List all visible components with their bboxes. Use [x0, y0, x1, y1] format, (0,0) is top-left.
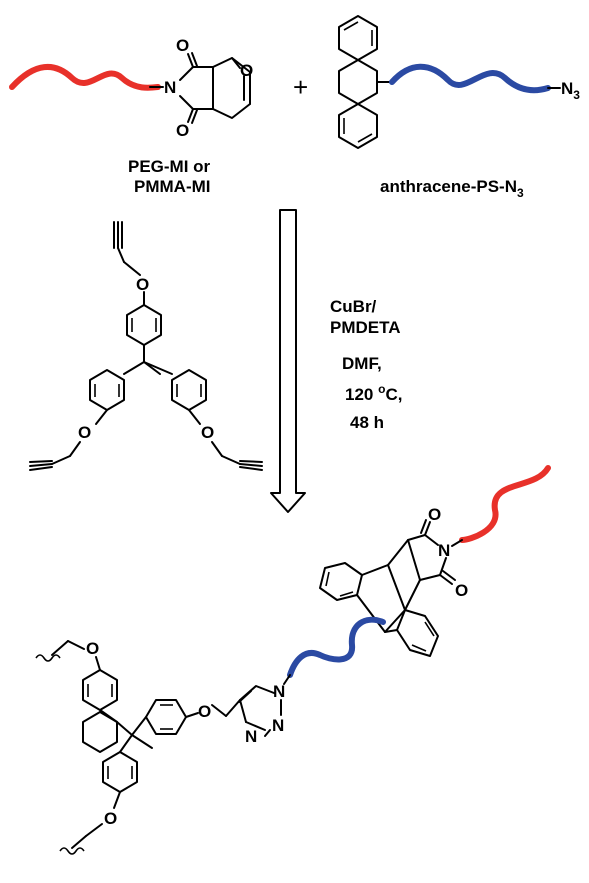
- atom-o-core-top: O: [86, 639, 99, 658]
- atom-o-left: O: [78, 423, 91, 442]
- condition-time: 48 h: [350, 413, 384, 432]
- atom-azide: N3: [561, 79, 580, 102]
- label-peg-mi: PEG-MI or: [128, 157, 211, 176]
- ps-chain-top: [389, 63, 551, 94]
- atom-o-product-bottom: O: [455, 581, 468, 600]
- condition-temperature: 120 oC,: [345, 382, 402, 404]
- atom-n-product: N: [438, 541, 450, 560]
- atom-o-carbonyl-bottom: O: [176, 121, 189, 140]
- atom-o-core-bottom: O: [104, 809, 117, 828]
- anthracene-ps-n3-structure: N3: [338, 15, 580, 149]
- reaction-conditions: CuBr/ PMDETA DMF, 120 oC, 48 h: [330, 297, 402, 432]
- atom-o-bridge: O: [240, 61, 253, 80]
- label-pmma-mi: PMMA-MI: [134, 177, 210, 196]
- atom-o-right: O: [201, 423, 214, 442]
- label-anthracene-ps-n3: anthracene-PS-N3: [380, 177, 524, 200]
- wavy-bond-bottom: [59, 847, 85, 855]
- ps-chain-product: [287, 616, 386, 678]
- atom-n3-triazole: N: [245, 727, 257, 746]
- atom-o-product-core: O: [198, 702, 211, 721]
- peg-chain-product: [459, 465, 551, 543]
- atom-o-product-top: O: [428, 505, 441, 524]
- condition-catalyst: CuBr/: [330, 297, 377, 316]
- reaction-arrow: [270, 209, 306, 513]
- product-structure: N O O N N N: [35, 465, 551, 855]
- plus-sign: +: [293, 72, 308, 102]
- atom-o-carbonyl-top: O: [176, 36, 189, 55]
- wavy-bond-top: [35, 654, 61, 662]
- tri-alkyne-linker: O O O: [29, 221, 263, 471]
- peg-chain: [9, 63, 161, 91]
- atom-n-imide: N: [164, 78, 176, 97]
- peg-mi-structure: N O O O: [9, 36, 253, 140]
- condition-ligand: PMDETA: [330, 318, 401, 337]
- condition-solvent: DMF,: [342, 354, 382, 373]
- atom-o-top: O: [136, 275, 149, 294]
- atom-n2-triazole: N: [272, 716, 284, 735]
- atom-n1-triazole: N: [273, 682, 285, 701]
